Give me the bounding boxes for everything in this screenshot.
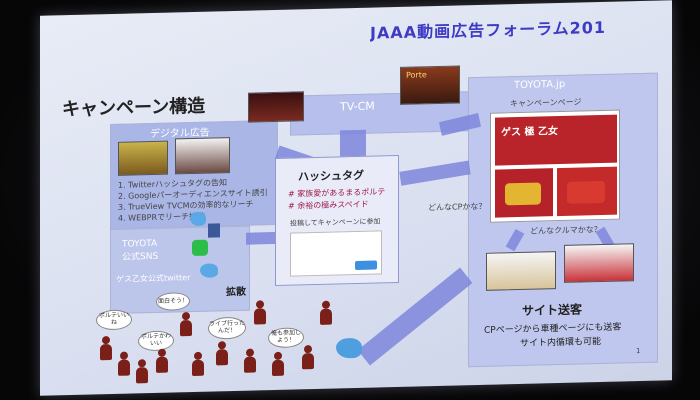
digital-photo-2 <box>175 137 230 175</box>
line-icon <box>192 239 208 257</box>
speech-bubble: ポルテいいね <box>96 309 132 331</box>
hashtag-note: 投稿してキャンペーンに参加 <box>290 217 381 228</box>
person-icon <box>136 359 148 384</box>
digital-photo-1 <box>118 140 168 176</box>
campaign-page-screenshot: ゲス 極 乙女 <box>490 109 620 223</box>
hashtag-title: ハッシュタグ <box>298 168 364 184</box>
person-icon <box>216 341 228 366</box>
cp-question: どんなCPかな？ <box>428 201 487 213</box>
person-icon <box>244 348 256 373</box>
spread-label: 拡散 <box>226 286 246 299</box>
hashtag-item: # 家族愛があるまるポルテ <box>288 187 386 199</box>
banner-text: ゲス 極 乙女 <box>501 126 558 139</box>
person-icon <box>100 336 112 361</box>
tweet-card <box>290 230 382 277</box>
person-icon <box>118 351 130 376</box>
speech-bubble: 俺も参加しよう！ <box>268 327 304 349</box>
site-customer-line: サイト内循環も可能 <box>520 337 602 349</box>
car-tile-red <box>557 166 617 217</box>
car-tile-yellow <box>495 168 553 218</box>
toyota-sns-label: TOYOTA 公式SNS <box>122 238 159 263</box>
twitter-bird-icon <box>336 337 362 359</box>
car-page-left <box>486 251 556 291</box>
car-page-right <box>564 243 634 283</box>
car-question: どんなクルマかな？ <box>530 224 602 236</box>
hashtag-item: # 余裕の極みスペイド <box>288 199 369 211</box>
campaign-banner: ゲス 極 乙女 <box>495 114 617 166</box>
tweet-button[interactable] <box>355 260 377 271</box>
person-icon <box>180 312 192 337</box>
slide-title: キャンペーン構造 <box>62 95 206 121</box>
forum-header: JAAA動画広告フォーラム201 <box>370 17 607 42</box>
tvcm-label: TV-CM <box>340 99 375 114</box>
site-customer-title: サイト送客 <box>522 302 583 318</box>
person-icon <box>156 348 168 373</box>
speech-bubble: ライブ行ったんだ！ <box>208 316 246 340</box>
tvcm-photo-left <box>248 91 304 123</box>
site-label: TOYOTA.jp <box>514 78 566 92</box>
arrow-hashtag-to-site <box>399 160 471 186</box>
hashtag-box: ハッシュタグ # 家族愛があるまるポルテ # 余裕の極みスペイド 投稿してキャン… <box>275 154 399 286</box>
projection-screen: JAAA動画広告フォーラム201 キャンペーン構造 デジタル広告 1. Twit… <box>40 0 672 396</box>
campaign-page-label: キャンペーンページ <box>510 97 582 109</box>
official-twitter-label: ゲス乙女公式twitter <box>116 273 191 284</box>
twitter-bird-icon <box>200 263 218 278</box>
twitter-logo-icon <box>190 211 206 227</box>
person-icon <box>272 351 284 377</box>
person-icon <box>320 300 332 325</box>
person-icon <box>192 351 204 377</box>
person-icon <box>254 300 266 325</box>
facebook-icon <box>208 223 220 238</box>
person-icon <box>302 345 314 370</box>
page-number: 1 <box>636 347 641 356</box>
car-brand-tag: Porte <box>406 70 427 80</box>
